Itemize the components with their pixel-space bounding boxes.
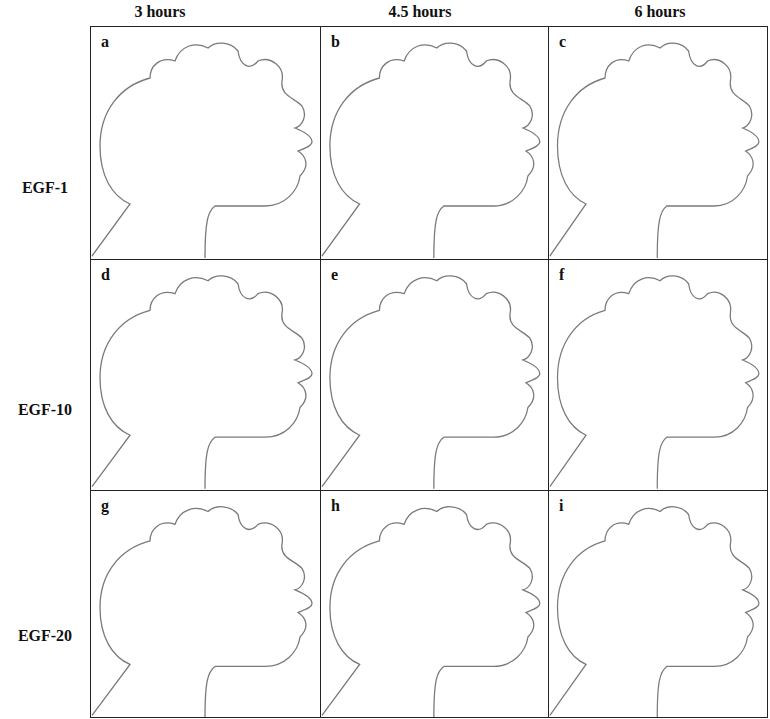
- panel-letter: f: [559, 266, 564, 284]
- image-panel: d: [90, 259, 321, 491]
- panel-letter: c: [559, 33, 566, 51]
- cell-outline: [322, 276, 540, 489]
- cell-outline: [92, 43, 312, 258]
- panel-letter: e: [331, 266, 338, 284]
- cell-outline: [92, 276, 312, 489]
- cell-outline: [550, 276, 759, 489]
- cell-outline: [322, 43, 540, 258]
- row-label: EGF-20: [18, 627, 72, 645]
- image-panel: a: [90, 26, 321, 260]
- image-panel: i: [548, 490, 768, 718]
- image-panel: g: [90, 490, 321, 718]
- panel-letter: g: [101, 497, 109, 515]
- image-panel: c: [548, 26, 768, 260]
- panel-letter: d: [101, 266, 110, 284]
- panel-letter: i: [559, 497, 563, 515]
- image-panel: h: [320, 490, 549, 718]
- column-header: 3 hours: [134, 3, 185, 21]
- cell-outline: [92, 507, 312, 718]
- panel-letter: h: [331, 497, 340, 515]
- column-header: 4.5 hours: [388, 3, 451, 21]
- image-panel: f: [548, 259, 768, 491]
- image-panel: e: [320, 259, 549, 491]
- row-label: EGF-10: [18, 401, 72, 419]
- column-header: 6 hours: [634, 3, 685, 21]
- row-label: EGF-1: [22, 179, 68, 197]
- panel-letter: b: [331, 33, 340, 51]
- image-panel: b: [320, 26, 549, 260]
- cell-outline: [550, 43, 759, 258]
- panel-letter: a: [101, 33, 109, 51]
- cell-outline: [322, 507, 540, 718]
- cell-outline: [550, 507, 759, 718]
